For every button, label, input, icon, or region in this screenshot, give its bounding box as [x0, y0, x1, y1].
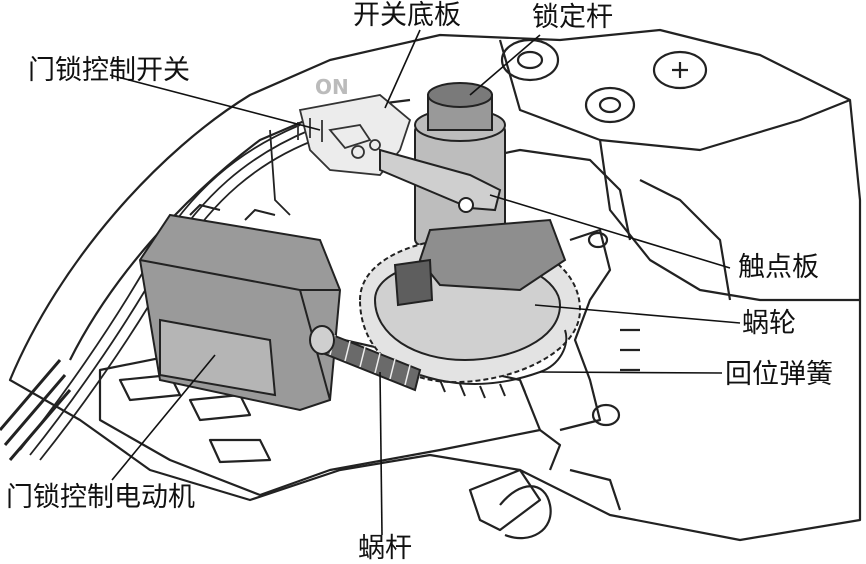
worm-gear: [358, 218, 582, 384]
on-marking: ON: [315, 75, 349, 99]
worm-label: 蜗杆: [358, 533, 412, 564]
leader-lines: [109, 29, 741, 536]
door-lock-switch-label: 门锁控制开关: [28, 55, 190, 86]
return-spring: [419, 329, 568, 399]
return-spring-label: 回位弹簧: [725, 359, 833, 390]
contact-plate: [379, 148, 502, 213]
lock-rod-label: 锁定杆: [532, 2, 613, 33]
door-lock-motor: [138, 203, 342, 412]
worm: [309, 325, 422, 392]
door-lock-motor-label: 门锁控制电动机: [6, 482, 195, 513]
worm-gear-label: 蜗轮: [742, 308, 796, 339]
switch-base-plate-label: 开关底板: [353, 0, 461, 31]
contact-plate-label: 触点板: [738, 252, 819, 283]
